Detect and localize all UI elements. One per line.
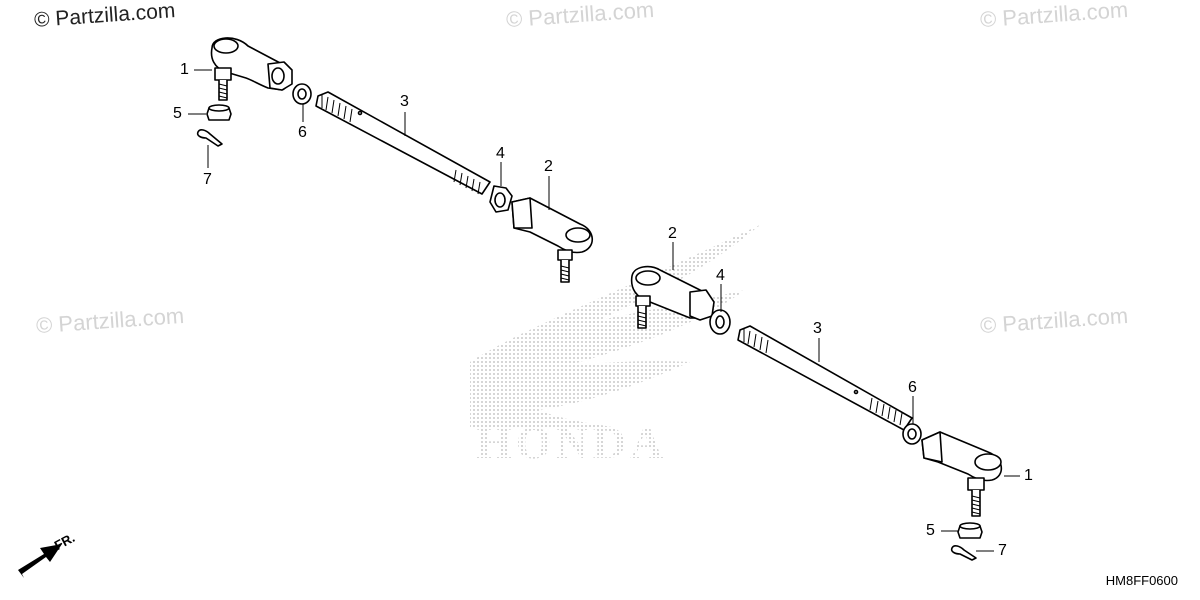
tie-rod-end-1-lower: [921, 431, 1003, 517]
tie-rod-3-upper: [315, 91, 491, 195]
lock-nut-4-upper: [489, 185, 513, 213]
callout-6-lower: 6: [908, 379, 917, 396]
tie-rod-end-2-upper: [511, 197, 594, 283]
callout-7-upper: 7: [203, 171, 212, 188]
lock-nut-4-lower: [709, 309, 731, 335]
lock-washer-6-upper: [292, 83, 312, 105]
diagram-code: HM8FF0600: [1105, 573, 1178, 588]
callout-4-upper: 4: [496, 145, 505, 162]
castle-nut-5-lower: [957, 522, 983, 539]
cotter-pin-7-lower: [950, 545, 977, 561]
callout-2-lower: 2: [668, 225, 677, 242]
callout-6-upper: 6: [298, 124, 307, 141]
callout-7-lower: 7: [998, 542, 1007, 559]
callout-4-lower: 4: [716, 267, 725, 284]
callout-1-upper: 1: [180, 61, 189, 78]
front-direction-arrow: [18, 544, 62, 578]
cotter-pin-7-upper: [196, 129, 223, 147]
callout-3-lower: 3: [813, 320, 822, 337]
callout-1-lower: 1: [1024, 467, 1033, 484]
tie-rod-end-1-upper: [210, 37, 293, 101]
honda-wing-logo: [470, 225, 760, 428]
callout-5-upper: 5: [173, 105, 182, 122]
tie-rod-end-2-lower: [630, 265, 715, 329]
lock-washer-6-lower: [902, 423, 922, 445]
callout-5-lower: 5: [926, 522, 935, 539]
honda-logo-text: HONDA: [476, 417, 667, 468]
callout-2-upper: 2: [544, 158, 553, 175]
castle-nut-5-upper: [206, 104, 232, 121]
tie-rod-3-lower: [737, 325, 913, 431]
leader-lines: [188, 69, 1020, 552]
callout-3-upper: 3: [400, 93, 409, 110]
